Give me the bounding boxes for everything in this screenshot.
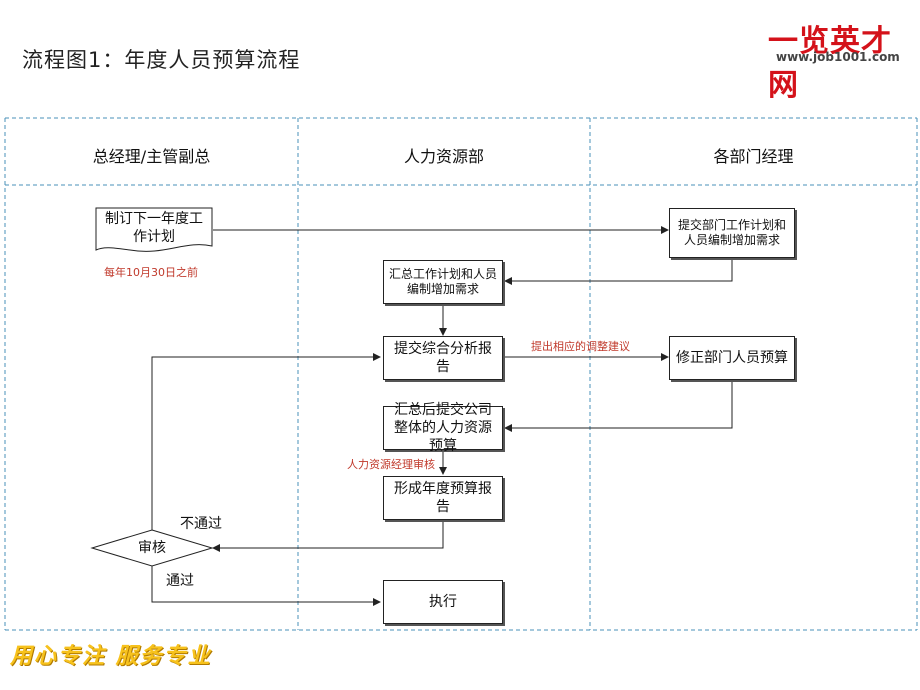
annotation-hr-manager-review: 人力资源经理审核 — [347, 458, 435, 471]
plan-document-shape — [95, 207, 213, 252]
lane-header-gm: 总经理/主管副总 — [92, 147, 211, 166]
logo: 一览英才网 — [768, 24, 892, 103]
logo-url: www.job1001.com — [776, 50, 900, 64]
node-dept-submit: 提交部门工作计划和人员编制增加需求 — [669, 208, 795, 258]
node-hr-summary: 汇总工作计划和人员编制增加需求 — [383, 260, 503, 304]
node-dept-revise: 修正部门人员预算 — [669, 336, 795, 380]
arrow-dept-to-hr — [504, 258, 733, 285]
page-title: 流程图1：年度人员预算流程 — [22, 48, 301, 72]
node-final-report: 形成年度预算报告 — [383, 476, 503, 520]
lane-header-dept: 各部门经理 — [713, 147, 794, 166]
arrow-revise-to-overall — [504, 380, 733, 432]
footer-slogan: 用心专注 服务专业 — [10, 644, 212, 669]
arrow-review-rejected — [151, 353, 381, 530]
label-approved: 通过 — [166, 573, 194, 589]
review-diamond — [90, 529, 214, 567]
label-rejected: 不通过 — [180, 516, 222, 532]
node-plan: 制订下一年度工作计划 — [105, 211, 203, 245]
node-review: 审核 — [138, 540, 166, 556]
annotation-adjust: 提出相应的调整建议 — [531, 340, 630, 353]
swimlane-frame — [4, 117, 918, 631]
arrow-review-approved — [151, 566, 381, 606]
annotation-deadline: 每年10月30日之前 — [104, 266, 198, 279]
node-execute: 执行 — [383, 580, 503, 624]
arrow-final-to-review — [212, 520, 444, 552]
node-overall-budget: 汇总后提交公司整体的人力资源预算 — [383, 402, 503, 454]
node-analysis: 提交综合分析报告 — [383, 336, 503, 380]
lane-header-hr: 人力资源部 — [403, 147, 484, 166]
